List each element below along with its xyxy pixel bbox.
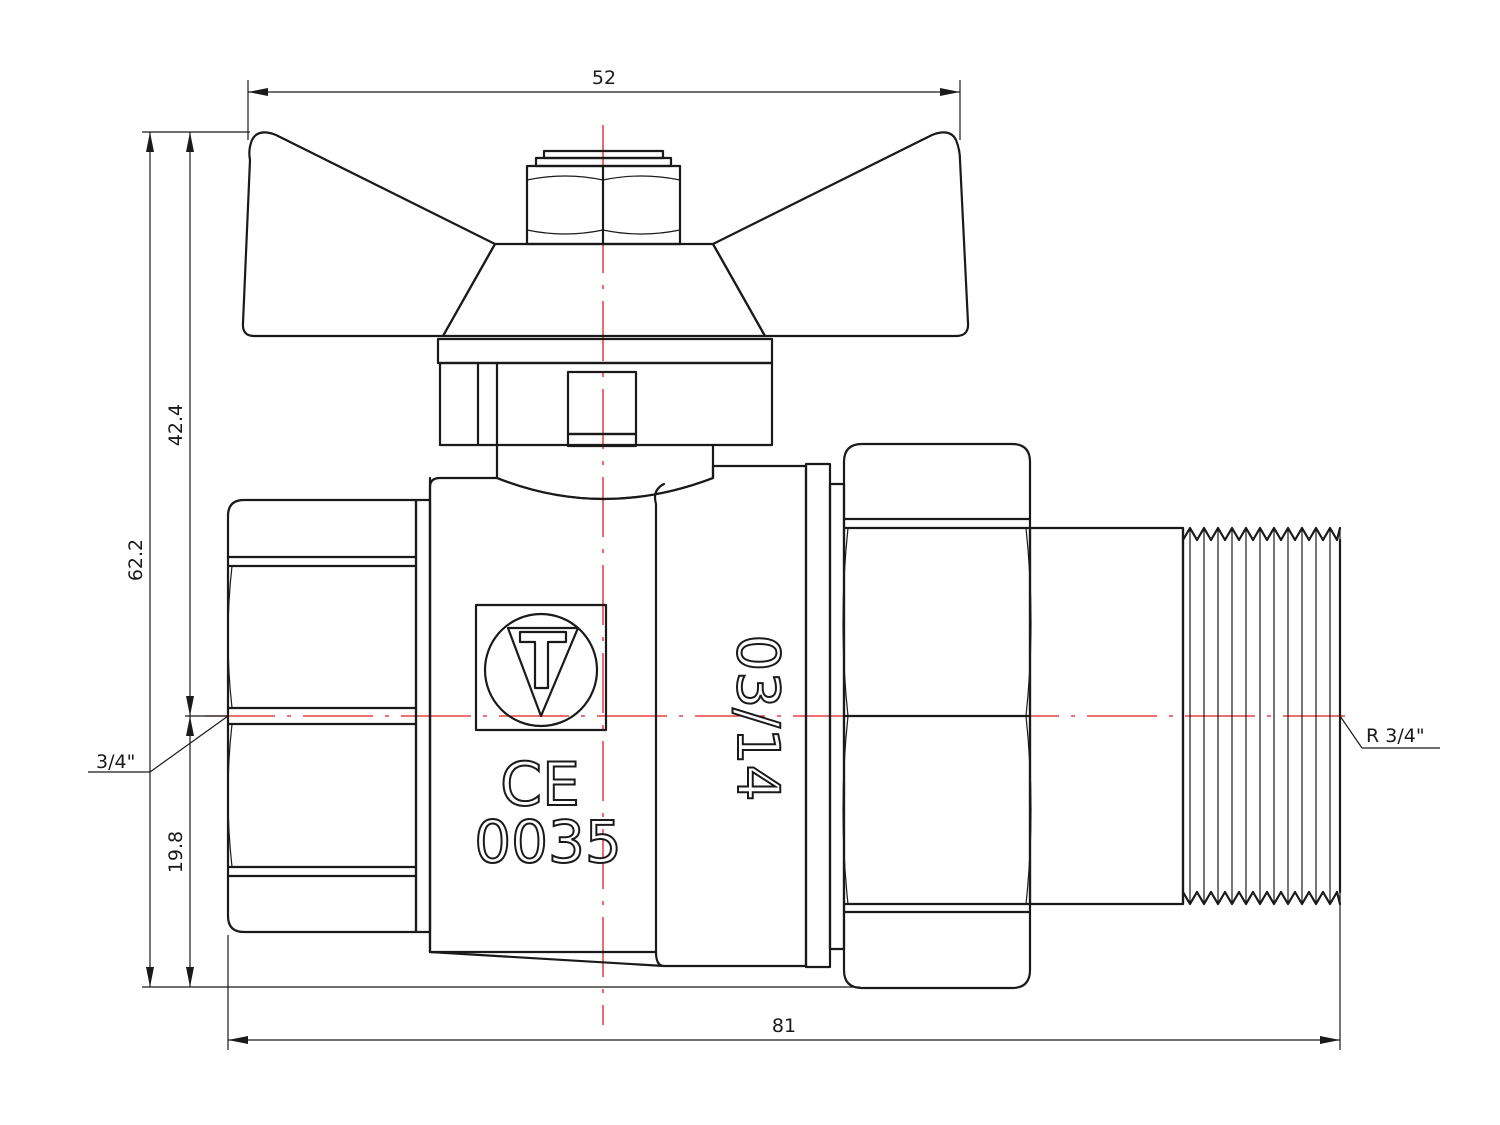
dim-total-height: 62.2 bbox=[125, 539, 147, 581]
stem-body bbox=[438, 361, 774, 447]
dim-height-upper: 42.4 bbox=[165, 404, 187, 446]
center-lines bbox=[205, 125, 1345, 1025]
left-hex-end bbox=[226, 498, 432, 934]
stop-lug bbox=[566, 370, 638, 436]
date-code: 03/14 bbox=[724, 634, 792, 801]
dim-total-length: 81 bbox=[772, 1015, 796, 1037]
stem-assembly bbox=[436, 337, 774, 501]
male-thread bbox=[1181, 526, 1342, 906]
dimensions: 52 62.2 42.4 19.8 81 3/4" R 3 bbox=[88, 67, 1440, 1050]
thread-profile bbox=[1181, 526, 1342, 542]
thread-right-label: R 3/4" bbox=[1366, 725, 1425, 747]
handle-left-wing bbox=[241, 131, 497, 338]
body-outline bbox=[428, 464, 808, 968]
valve-body bbox=[428, 462, 846, 969]
handle-hub bbox=[441, 242, 767, 338]
triangle-t-logo-icon bbox=[474, 603, 608, 732]
dim-width-top: 52 bbox=[592, 67, 616, 89]
body-step bbox=[653, 482, 666, 968]
butterfly-handle bbox=[241, 131, 970, 338]
stem-neck bbox=[495, 443, 715, 501]
thread-left-label: 3/4" bbox=[96, 751, 135, 773]
union-nut-outline bbox=[842, 442, 1032, 990]
handle-right-wing bbox=[711, 131, 970, 338]
ce-mark: CE bbox=[500, 750, 580, 820]
notified-body-number: 0035 bbox=[474, 808, 622, 876]
stem-washer bbox=[436, 337, 774, 365]
union-nut bbox=[842, 442, 1032, 990]
male-tailpiece bbox=[1028, 526, 1342, 906]
body-markings: CE 0035 03/14 bbox=[473, 603, 793, 877]
thread-profile bbox=[1181, 890, 1342, 906]
dim-height-lower: 19.8 bbox=[165, 831, 187, 873]
